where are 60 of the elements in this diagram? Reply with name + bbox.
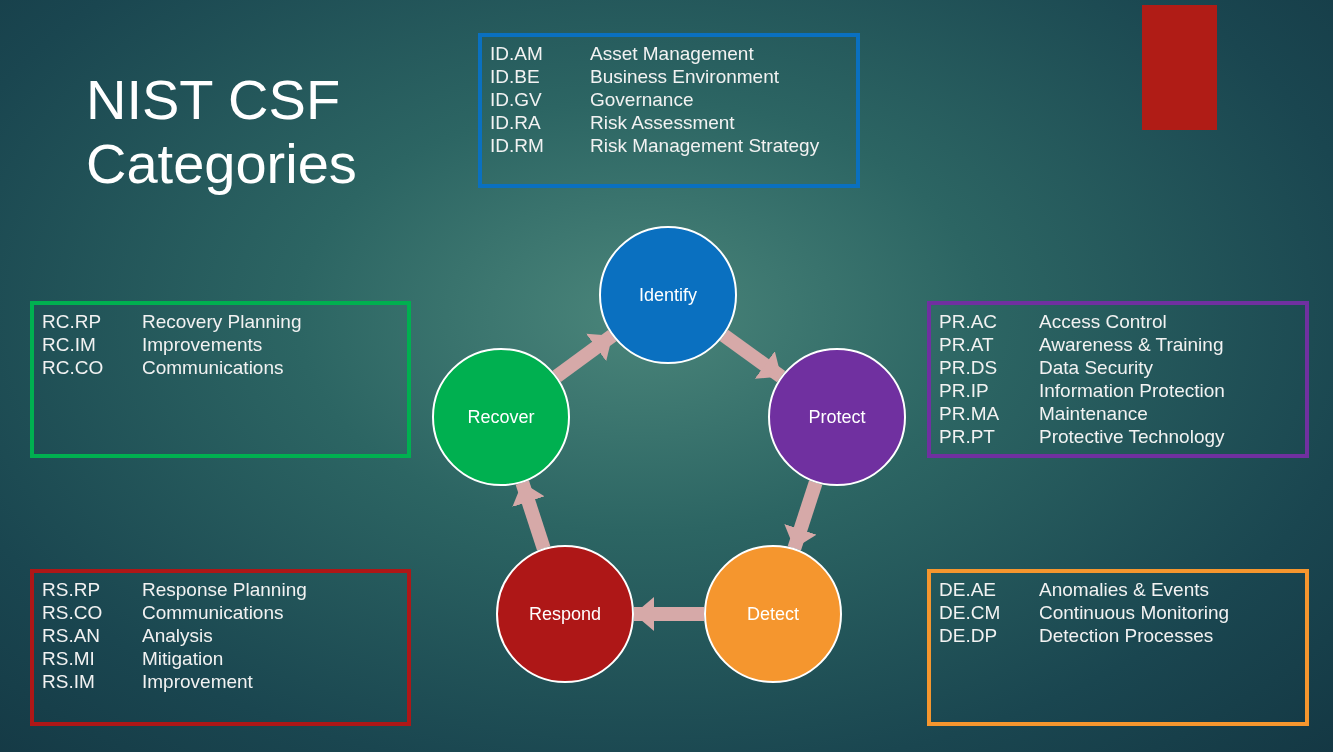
- category-code: RS.RP: [42, 579, 102, 601]
- function-label: Recover: [467, 406, 535, 428]
- category-code: PR.MA: [939, 403, 1001, 425]
- category-name: Access Control: [1039, 311, 1168, 333]
- category-code: RC.CO: [42, 357, 105, 379]
- category-code: DE.AE: [939, 579, 998, 601]
- category-code: ID.RA: [490, 112, 542, 134]
- title: NIST CSF Categories: [86, 68, 358, 196]
- category-name: Analysis: [142, 625, 214, 647]
- category-code: ID.GV: [490, 89, 543, 111]
- category-name: Data Security: [1039, 357, 1155, 379]
- function-label: Identify: [638, 284, 697, 306]
- category-code: ID.AM: [490, 43, 544, 65]
- category-name: Awareness & Training: [1039, 334, 1225, 356]
- category-code: RS.AN: [42, 625, 102, 647]
- category-code: RS.MI: [42, 648, 96, 670]
- category-code: PR.PT: [939, 426, 996, 448]
- category-name: Risk Management Strategy: [590, 135, 821, 157]
- category-code: RS.CO: [42, 602, 104, 624]
- category-code: DE.DP: [939, 625, 999, 647]
- category-list-panel: [30, 569, 411, 726]
- block-arrow: [512, 480, 551, 551]
- category-name: Asset Management: [590, 43, 755, 65]
- category-list-panel: [478, 33, 860, 188]
- category-name: Communications: [142, 357, 285, 379]
- function-label: Protect: [808, 406, 866, 428]
- category-name: Recovery Planning: [142, 311, 303, 333]
- category-name: Information Protection: [1039, 380, 1226, 402]
- category-code: PR.IP: [939, 380, 990, 402]
- category-name: Mitigation: [142, 648, 225, 670]
- category-code: PR.DS: [939, 357, 999, 379]
- category-name: Anomalies & Events: [1039, 579, 1211, 601]
- category-name: Risk Assessment: [590, 112, 736, 134]
- category-code: RC.IM: [42, 334, 97, 356]
- category-list-panel: [927, 569, 1309, 726]
- category-name: Protective Technology: [1039, 426, 1226, 448]
- category-list-panel: [30, 301, 411, 458]
- category-name: Communications: [142, 602, 285, 624]
- category-code: ID.RM: [490, 135, 545, 157]
- category-name: Improvements: [142, 334, 264, 356]
- function-label: Detect: [747, 603, 799, 625]
- category-code: ID.BE: [490, 66, 541, 88]
- category-name: Maintenance: [1039, 403, 1149, 425]
- block-arrow: [719, 329, 786, 383]
- category-name: Governance: [590, 89, 695, 111]
- category-code: DE.CM: [939, 602, 1002, 624]
- category-name: Detection Processes: [1039, 625, 1215, 647]
- category-name: Response Planning: [142, 579, 308, 601]
- category-name: Continuous Monitoring: [1039, 602, 1231, 624]
- block-arrow: [634, 597, 704, 631]
- category-code: PR.AC: [939, 311, 999, 333]
- category-name: Improvement: [142, 671, 254, 693]
- category-code: RC.RP: [42, 311, 103, 333]
- block-arrow: [552, 330, 617, 382]
- category-name: Business Environment: [590, 66, 781, 88]
- block-arrow: [784, 480, 823, 551]
- function-label: Respond: [528, 603, 602, 625]
- category-code: PR.AT: [939, 334, 995, 356]
- category-list-panel: [927, 301, 1309, 458]
- category-code: RS.IM: [42, 671, 96, 693]
